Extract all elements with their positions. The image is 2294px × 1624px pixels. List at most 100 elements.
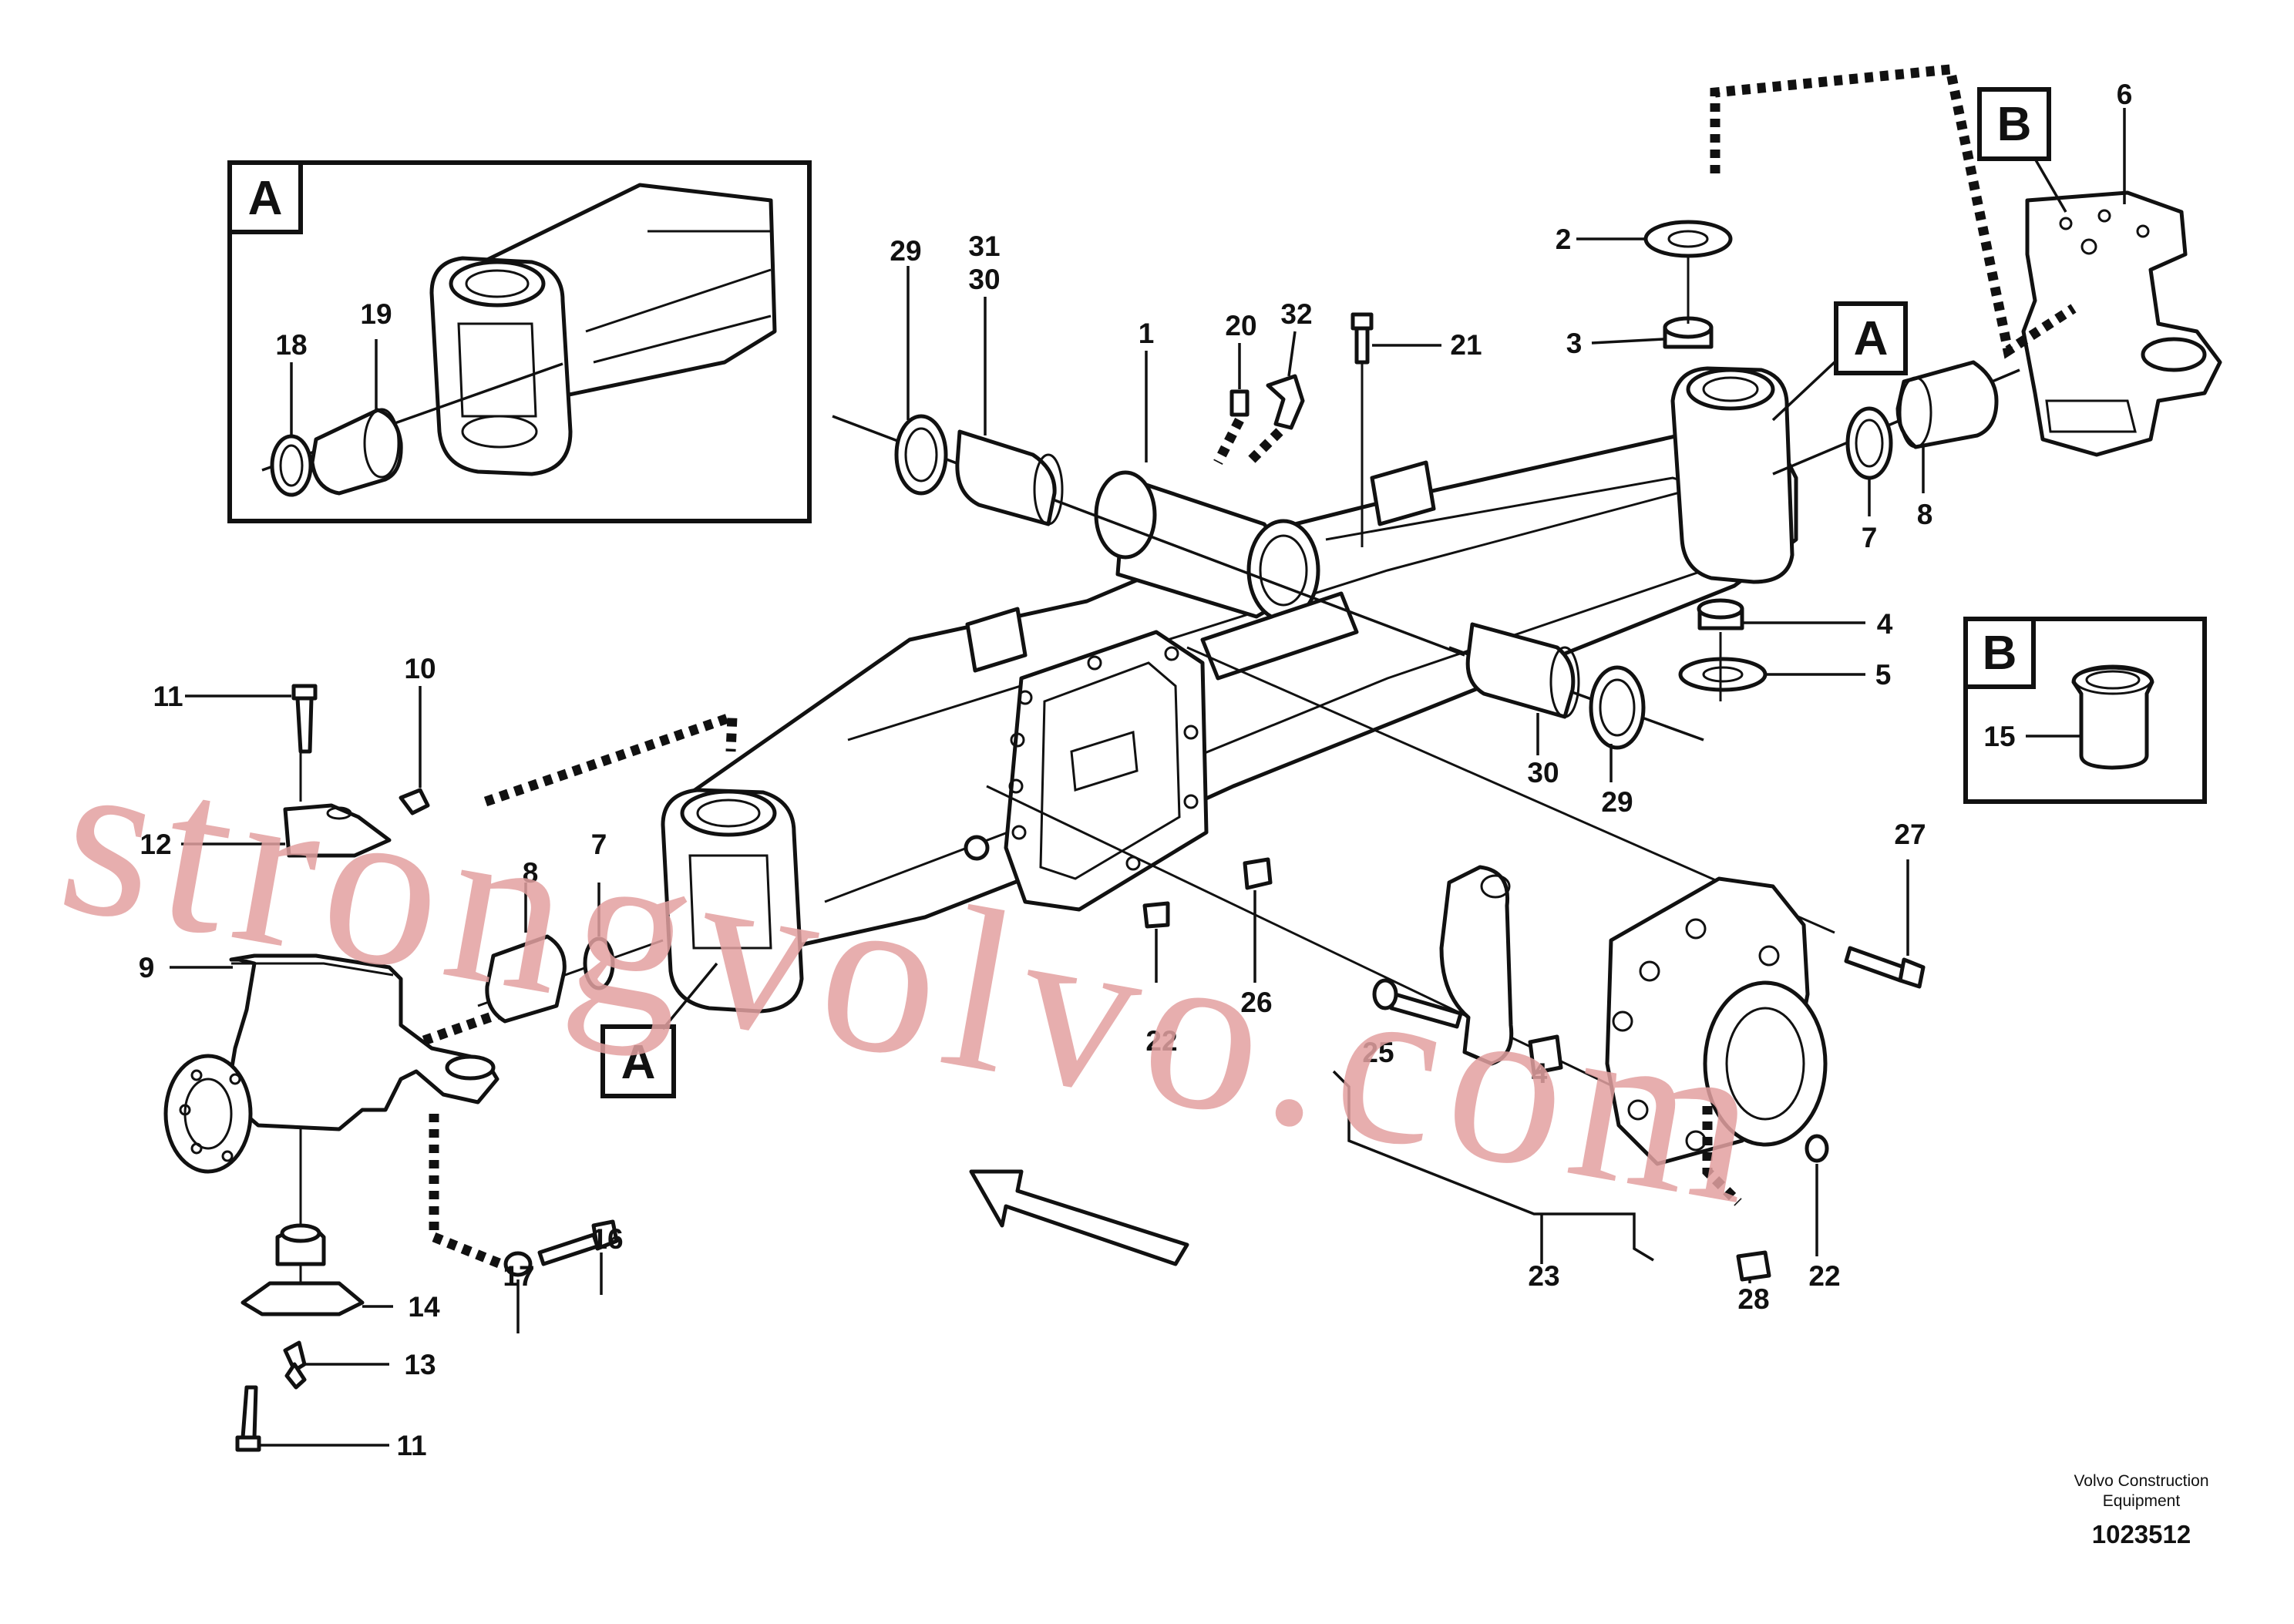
callout-29-bottom: 29	[1601, 786, 1633, 818]
inset-a-eye	[429, 256, 573, 476]
hub-stud	[190, 1142, 203, 1155]
callout-15: 15	[1983, 721, 2015, 752]
callout-18: 18	[275, 329, 307, 361]
knuckle-6-lower-arm	[2045, 399, 2137, 433]
flange-bushing-15-rim	[2073, 664, 2153, 695]
callout-3: 3	[1566, 328, 1583, 359]
callout-21: 21	[1450, 329, 1482, 361]
bearing-cap-hole	[1480, 874, 1511, 899]
inset-b-detail: B 15	[1963, 617, 2207, 804]
knuckle-6-hole	[2059, 217, 2073, 230]
company-line-1: Volvo Construction	[2074, 1472, 2208, 1490]
callout-numbers: 1 2 3 4 5 6 7 7 8 8 9 10 11 11 12 13 14 …	[139, 79, 2133, 1461]
callout-28: 28	[1737, 1283, 1769, 1315]
callout-8-left: 8	[523, 857, 539, 889]
bolt-11-bottom-shank	[240, 1385, 258, 1440]
left-knuckle-assembly	[163, 684, 664, 1452]
flange-drain-hole	[964, 835, 990, 861]
knuckle-6-hole	[2097, 209, 2111, 223]
callout-1: 1	[1139, 318, 1155, 349]
inset-a-arm-edges	[585, 230, 772, 364]
left-eye-window	[688, 854, 772, 950]
callout-25: 25	[1362, 1037, 1394, 1068]
carrier-hole	[1612, 1010, 1633, 1032]
bracket-23	[1332, 1070, 1654, 1262]
inset-a-detail: A 18 19	[227, 160, 812, 523]
seal-7-left	[583, 936, 615, 990]
document-number: 1023512	[2092, 1520, 2191, 1548]
callout-12: 12	[140, 829, 171, 860]
callout-7-right: 7	[1862, 522, 1878, 553]
carrier-bearing-face	[1703, 980, 1828, 1147]
axle-housing	[676, 429, 1798, 950]
flange-hole	[1183, 725, 1199, 740]
bearing-4-top	[1697, 598, 1744, 620]
inset-a-window	[457, 322, 537, 418]
carrier-hole	[1685, 918, 1707, 940]
knuckle-6-body	[2021, 190, 2222, 457]
flange-hole	[1018, 690, 1033, 705]
left-eye-bore-inner	[696, 799, 761, 828]
pivot-seal-front	[894, 414, 948, 496]
pivot-bushing-parts	[832, 266, 1704, 782]
callout-8-right: 8	[1917, 499, 1933, 530]
axle-beam-edge-top	[847, 476, 1735, 741]
forward-direction-arrow	[969, 1169, 1189, 1266]
inset-a-bore-bottom	[461, 415, 538, 449]
differential-carrier	[986, 646, 1926, 1283]
bracket	[965, 607, 1028, 673]
hub-stud	[179, 1104, 191, 1116]
pivot-bushing-rear-end	[1549, 646, 1580, 718]
carrier-hole	[1758, 945, 1780, 967]
right-bushing-set	[1772, 360, 2020, 516]
callout-4-right: 4	[1877, 608, 1893, 640]
flange-hole	[1010, 732, 1025, 748]
bracket	[1200, 591, 1359, 681]
bushing-8-right	[1895, 360, 1999, 449]
pivot-seal-rear	[1589, 665, 1646, 750]
grease-link-dash	[1213, 418, 1283, 466]
inset-b-label-box	[1963, 617, 2036, 689]
inset-a-bore-top	[449, 260, 546, 308]
callout-22-left: 22	[1145, 1025, 1177, 1057]
dashed-connector-right	[1710, 63, 2077, 359]
callout-31: 31	[968, 230, 1000, 262]
bracket	[1370, 460, 1436, 526]
bolt-21-shank	[1354, 326, 1370, 365]
knuckle-9-body	[229, 953, 500, 1131]
steering-knuckle-6	[2021, 108, 2222, 457]
callout-5: 5	[1875, 659, 1892, 691]
pivot-bushing-front	[955, 429, 1057, 526]
marker-b-top: B	[1997, 98, 2032, 151]
kingpin-stack-right	[1576, 220, 1865, 701]
callout-30-bottom: 30	[1527, 757, 1559, 788]
bolt-21-head	[1350, 312, 1374, 331]
callout-7-left: 7	[591, 829, 607, 860]
callout-26: 26	[1240, 987, 1272, 1018]
pivot-seal-rear-inner	[1599, 678, 1636, 737]
callout-23: 23	[1528, 1260, 1559, 1292]
grease-nipple-10	[399, 788, 430, 815]
carrier-hole	[1627, 1099, 1649, 1121]
bolt-25-head	[1372, 978, 1398, 1010]
dowel-pin	[1528, 1034, 1563, 1075]
dowel-pin-26	[1243, 857, 1273, 890]
bolt-21	[1350, 312, 1441, 547]
leader-3	[1591, 338, 1664, 345]
callout-4-center: 4	[1532, 1057, 1548, 1089]
pivot-tube-end-left	[1094, 470, 1157, 560]
dashed-connector-28	[1702, 1106, 1742, 1206]
callout-30-top: 30	[968, 264, 1000, 295]
callout-22-right: 22	[1808, 1260, 1840, 1292]
flange-hole	[1008, 778, 1024, 794]
company-line-2: Equipment	[2103, 1492, 2181, 1510]
carrier-bearing-bore	[1725, 1007, 1805, 1121]
marker-a-right-box	[1834, 301, 1908, 375]
plug-22-right	[1805, 1134, 1829, 1163]
flange-inner	[1039, 661, 1181, 880]
grease-nipple-20	[1229, 389, 1250, 417]
callout-29-top: 29	[890, 235, 921, 267]
callout-27: 27	[1894, 819, 1926, 850]
